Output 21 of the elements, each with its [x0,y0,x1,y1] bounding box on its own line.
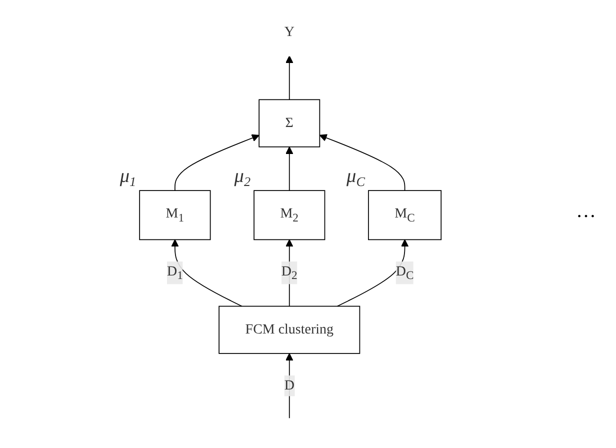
node-box: FCM clustering [218,306,360,354]
edge-label: D$_{2}$ [281,264,298,282]
edge-label: D [284,378,294,393]
weight-label: μ$_{2}$ [234,166,251,190]
node-box: M$_{1}$ [139,190,211,240]
arrow [171,239,242,307]
node-box: Σ [258,99,320,148]
weight-label: μ$_{C}$ [346,166,365,190]
arrow [336,239,409,307]
arrow [286,146,294,191]
arrow [286,353,294,419]
node-text: Y [284,24,294,40]
node-box: M$_{C}$ [368,190,442,240]
arrow [319,134,406,191]
node-box: M$_{2}$ [254,190,326,240]
edge-label: D$_{1}$ [166,264,183,282]
arrow [174,134,260,191]
edge-label: D$_{C}$ [396,264,414,282]
weight-label: μ$_{1}$ [120,166,136,190]
ellipsis-label: … [576,200,596,223]
arrow [286,56,294,100]
